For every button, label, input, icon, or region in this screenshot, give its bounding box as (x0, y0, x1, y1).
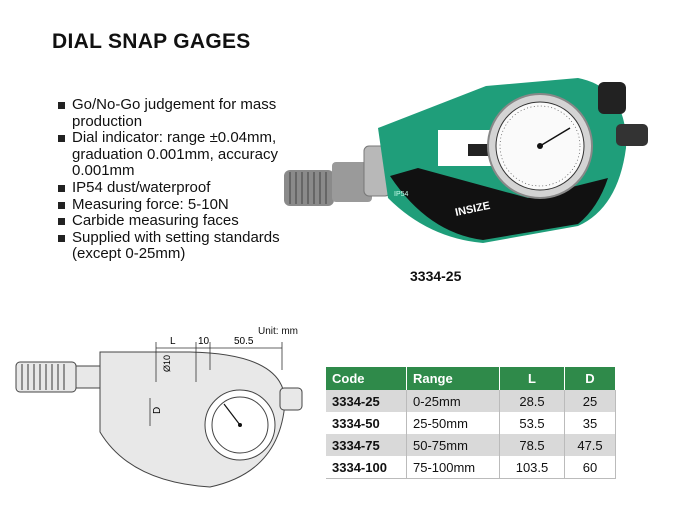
cell-code: 3334-100 (326, 456, 407, 479)
page-title: DIAL SNAP GAGES (52, 30, 251, 53)
header-range: Range (406, 367, 500, 390)
cell-d: 47.5 (564, 434, 616, 456)
table-row: 3334-75 50-75mm 78.5 47.5 (326, 434, 616, 456)
cell-range: 0-25mm (406, 390, 500, 412)
cell-code: 3334-50 (326, 412, 407, 434)
cell-d: 25 (564, 390, 616, 412)
grip-pad (390, 168, 608, 240)
cell-code: 3334-25 (326, 390, 407, 412)
dimension-L: L (170, 336, 176, 347)
drawing-sleeve (75, 365, 101, 389)
technical-drawing: L 10 50.5 Ø10 D (15, 336, 303, 488)
anvil-button (468, 144, 490, 156)
limit-knob-top (598, 82, 626, 114)
dimension-diameter-10: Ø10 (162, 355, 172, 372)
cell-d: 35 (564, 412, 616, 434)
ip-marking: IP54 (394, 191, 409, 198)
cell-range: 25-50mm (406, 412, 500, 434)
feature-item: Supplied with setting standards (except … (58, 229, 328, 263)
header-l: L (499, 367, 565, 390)
feature-item: Go/No-Go judgement for mass production (58, 96, 328, 130)
feature-item: Measuring force: 5-10N (58, 196, 328, 214)
product-photo: INSIZE IP54 (284, 78, 648, 243)
cell-l: 103.5 (499, 456, 565, 479)
dimension-D: D (152, 407, 163, 414)
table-header-row: Code Range L D (326, 367, 616, 390)
cell-d: 60 (564, 456, 616, 479)
feature-item: IP54 dust/waterproof (58, 179, 328, 197)
unit-label: Unit: mm (258, 326, 298, 337)
cell-l: 28.5 (499, 390, 565, 412)
drawing-knob (279, 387, 303, 411)
cell-l: 78.5 (499, 434, 565, 456)
table-row: 3334-50 25-50mm 53.5 35 (326, 412, 616, 434)
table-row: 3334-25 0-25mm 28.5 25 (326, 390, 616, 412)
header-d: D (564, 367, 616, 390)
dimension-50-5: 50.5 (234, 336, 254, 347)
model-caption: 3334-25 (410, 268, 462, 284)
sleeve (332, 162, 372, 202)
dial-needle (539, 127, 571, 147)
feature-item: Carbide measuring faces (58, 213, 328, 230)
feature-item: Dial indicator: range ±0.04mm, graduatio… (58, 129, 328, 180)
limit-knob-side (616, 124, 648, 146)
dimension-10: 10 (198, 336, 210, 347)
cell-range: 75-100mm (406, 456, 500, 479)
cell-code: 3334-75 (326, 434, 407, 456)
spec-table: Code Range L D 3334-25 0-25mm 28.5 25 33… (326, 367, 616, 479)
feature-list: Go/No-Go judgement for mass production D… (58, 96, 328, 263)
cell-l: 53.5 (499, 412, 565, 434)
header-code: Code (326, 367, 407, 390)
cell-range: 50-75mm (406, 434, 500, 456)
table-row: 3334-100 75-100mm 103.5 60 (326, 456, 616, 479)
